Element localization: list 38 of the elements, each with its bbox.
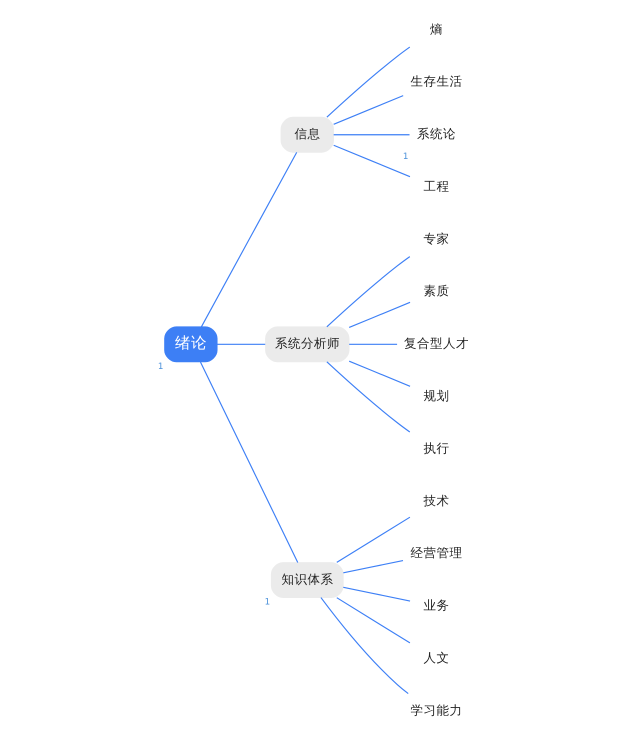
node-text: 复合型人才 bbox=[404, 336, 469, 351]
node-text: 学习能力 bbox=[410, 702, 462, 718]
connector bbox=[336, 597, 410, 644]
connector bbox=[348, 360, 410, 387]
node-text: 人文 bbox=[423, 650, 450, 665]
node-text: 生存生活 bbox=[410, 74, 462, 89]
node-text: 专家 bbox=[423, 230, 450, 246]
node-text: 执行 bbox=[423, 440, 450, 456]
node-text: 工程 bbox=[423, 178, 450, 194]
node-label: 1 bbox=[264, 598, 270, 608]
node-label: 1 bbox=[158, 362, 164, 372]
node-text: 系统论 bbox=[416, 126, 456, 142]
connector bbox=[343, 560, 404, 574]
connector bbox=[334, 134, 410, 136]
connector bbox=[333, 95, 404, 125]
connector bbox=[343, 586, 410, 602]
node-box: 知识体系 bbox=[270, 562, 344, 598]
connector bbox=[326, 361, 410, 432]
node-text: 规划 bbox=[423, 388, 450, 403]
connector bbox=[326, 46, 410, 118]
node-text: 技术 bbox=[423, 492, 450, 508]
node-box: 系统分析师 bbox=[265, 326, 350, 362]
connector bbox=[200, 362, 298, 563]
connector bbox=[326, 256, 410, 328]
node-text: 业务 bbox=[423, 598, 450, 613]
connector bbox=[200, 152, 298, 328]
connector bbox=[348, 302, 410, 328]
node-box: 信息 bbox=[280, 116, 334, 153]
connector bbox=[336, 516, 410, 563]
node-text: 熵 bbox=[430, 21, 443, 36]
node-box: 绪论 bbox=[164, 326, 218, 362]
node-text: 经营管理 bbox=[410, 545, 462, 560]
connector bbox=[320, 597, 409, 694]
connector bbox=[349, 344, 398, 345]
connector bbox=[333, 144, 410, 178]
node-label: 1 bbox=[402, 152, 408, 162]
connector bbox=[217, 344, 266, 345]
node-text: 素质 bbox=[423, 283, 450, 298]
